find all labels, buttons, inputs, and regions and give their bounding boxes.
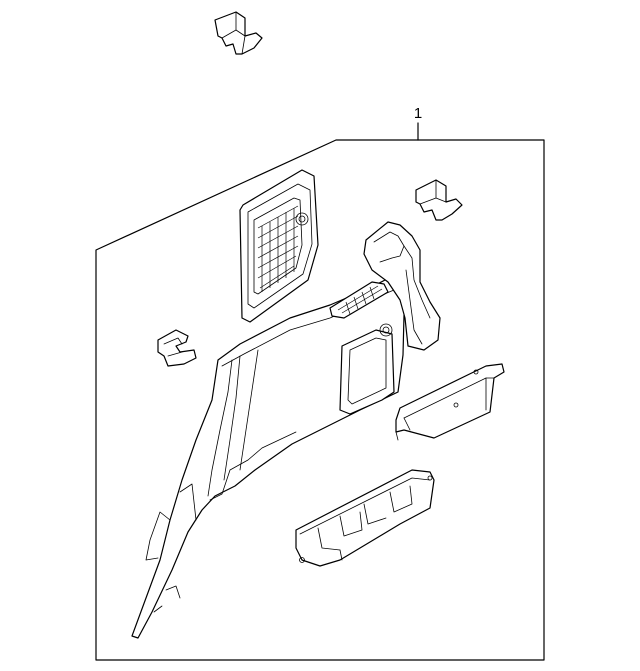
vent-grille-mesh: [257, 205, 299, 292]
clip-bracket-top: [214, 11, 263, 55]
quarter-trim-panel: [131, 221, 441, 639]
clip-bracket-right: [415, 179, 463, 221]
clip-bracket-left: [157, 329, 197, 367]
assembly-frame: [95, 122, 545, 661]
mounting-bracket-long: [395, 363, 505, 441]
top-vent-slats: [337, 285, 383, 315]
storage-bracket-lower: [295, 469, 435, 567]
callout-number: 1: [414, 105, 422, 122]
vent-grille-panel: [239, 169, 319, 323]
callout-1: 1: [414, 105, 422, 122]
